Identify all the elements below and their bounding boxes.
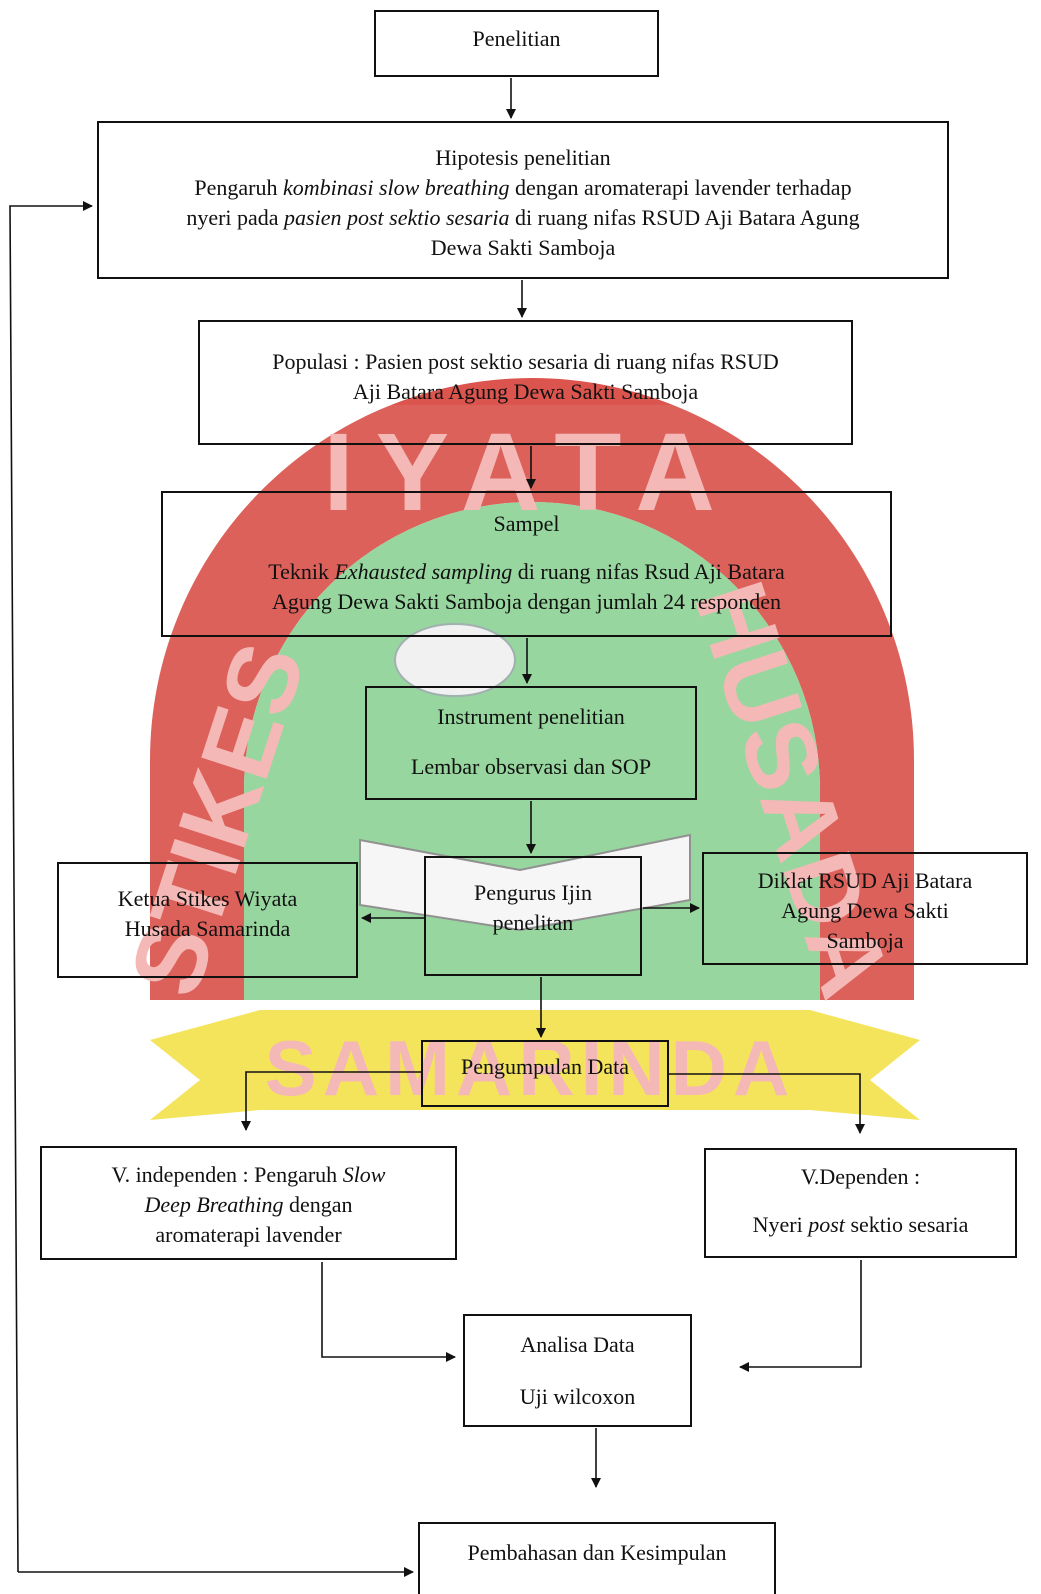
pengurus-line-1: Pengurus Ijin xyxy=(474,880,592,905)
box-penelitian: Penelitian xyxy=(374,10,659,77)
arrow-independen-analisa xyxy=(321,1262,456,1362)
box-pengurus: Pengurus Ijin penelitan xyxy=(424,856,642,976)
ketua-line-1: Ketua Stikes Wiyata xyxy=(117,886,298,911)
hipotesis-line-1: Pengaruh kombinasi slow breathing dengan… xyxy=(194,175,852,200)
box-hipotesis: Hipotesis penelitian Pengaruh kombinasi … xyxy=(97,121,949,279)
pengurus-line-2: penelitan xyxy=(492,910,574,935)
populasi-line-1: Populasi : Pasien post sektio sesaria di… xyxy=(272,349,779,374)
ketua-line-2: Husada Samarinda xyxy=(124,916,291,941)
seal-dove xyxy=(394,623,516,697)
box-ketua: Ketua Stikes Wiyata Husada Samarinda xyxy=(57,862,358,978)
penelitian-label: Penelitian xyxy=(472,26,561,51)
analisa-title: Analisa Data xyxy=(520,1332,635,1357)
instrument-title: Instrument penelitian xyxy=(437,704,625,729)
sampel-line-2: Agung Dewa Sakti Samboja dengan jumlah 2… xyxy=(272,589,781,614)
seal-ribbon xyxy=(150,1010,920,1120)
box-dependen: V.Dependen : Nyeri post sektio sesaria xyxy=(704,1148,1017,1258)
box-diklat: Diklat RSUD Aji Batara Agung Dewa Sakti … xyxy=(702,852,1028,965)
instrument-body: Lembar observasi dan SOP xyxy=(410,754,652,779)
dependen-line-1: Nyeri post sektio sesaria xyxy=(752,1212,969,1237)
box-instrument: Instrument penelitian Lembar observasi d… xyxy=(365,686,697,800)
pengumpulan-label: Pengumpulan Data xyxy=(460,1054,630,1079)
hipotesis-line-3: Dewa Sakti Samboja xyxy=(430,235,616,260)
analisa-body: Uji wilcoxon xyxy=(519,1384,636,1409)
independen-line-3: aromaterapi lavender xyxy=(155,1222,342,1247)
arrow-pengumpulan-dependen xyxy=(669,1073,865,1134)
box-pengumpulan: Pengumpulan Data xyxy=(421,1040,669,1107)
seal-text-top: IYATA xyxy=(323,411,737,534)
seal-text-bottom: SAMARINDA xyxy=(265,1024,796,1112)
hipotesis-title: Hipotesis penelitian xyxy=(435,145,611,170)
pembahasan-label: Pembahasan dan Kesimpulan xyxy=(467,1540,727,1565)
box-independen: V. independen : Pengaruh Slow Deep Breat… xyxy=(40,1146,457,1260)
independen-line-2: Deep Breathing dengan xyxy=(144,1192,353,1217)
dependen-title: V.Dependen : xyxy=(800,1164,921,1189)
sampel-title: Sampel xyxy=(493,511,560,536)
sampel-line-1: Teknik Exhausted sampling di ruang nifas… xyxy=(268,559,785,584)
arrow-dependen-analisa xyxy=(739,1260,862,1372)
box-analisa: Analisa Data Uji wilcoxon xyxy=(463,1314,692,1427)
arrow-pengumpulan-independen xyxy=(241,1071,421,1131)
box-pembahasan: Pembahasan dan Kesimpulan xyxy=(418,1522,776,1594)
diklat-line-2: Agung Dewa Sakti xyxy=(781,898,949,923)
seal-book xyxy=(359,833,691,932)
diklat-line-3: Samboja xyxy=(826,928,904,953)
independen-line-1: V. independen : Pengaruh Slow xyxy=(111,1162,386,1187)
box-sampel: Sampel Teknik Exhausted sampling di ruan… xyxy=(161,491,892,637)
arrow-feedback-hipotesis xyxy=(9,201,93,1573)
hipotesis-line-2: nyeri pada pasien post sektio sesaria di… xyxy=(186,205,860,230)
diklat-line-1: Diklat RSUD Aji Batara xyxy=(757,868,973,893)
populasi-line-2: Aji Batara Agung Dewa Sakti Samboja xyxy=(352,379,699,404)
seal-arch xyxy=(150,378,914,1000)
box-populasi: Populasi : Pasien post sektio sesaria di… xyxy=(198,320,853,445)
